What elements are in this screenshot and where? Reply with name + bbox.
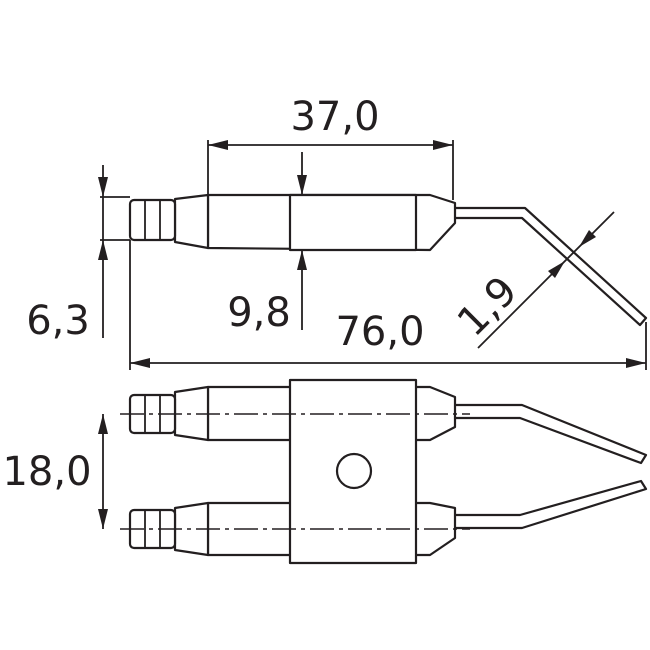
top-view-upper-wire [450,403,648,465]
dimension-label-1-9: 1,9 [449,268,527,346]
dimension-76: 76,0 [129,240,647,370]
side-view-wire [450,206,648,327]
arrow-icon [130,358,150,368]
side-view-electrode [128,193,648,327]
arrow-icon [98,240,108,260]
dimension-37: 37,0 [207,94,454,200]
arrow-icon [579,230,596,247]
side-view-connector-shoulder [173,193,210,250]
top-view-lower-wire [450,479,648,530]
top-view-electrode-pair [120,378,648,565]
dimension-label-18: 18,0 [2,449,91,495]
arrow-icon [98,177,108,197]
arrow-icon [433,140,453,150]
arrow-icon [98,509,108,529]
dimension-6-3: 6,3 [26,165,130,344]
arrow-icon [626,358,646,368]
dimension-label-76: 76,0 [335,309,424,355]
arrow-icon [548,261,565,278]
dimension-18: 18,0 [2,414,108,529]
dimension-label-37: 37,0 [290,94,379,140]
mounting-hole [335,452,373,490]
side-view-connector-plug [128,198,177,242]
arrow-icon [297,175,307,195]
dimension-9-8: 9,8 [227,152,307,336]
arrow-icon [98,414,108,434]
arrow-icon [297,250,307,270]
dimension-label-6-3: 6,3 [26,298,90,344]
side-view-bushing [288,193,418,252]
dimension-label-9-8: 9,8 [227,290,291,336]
arrow-icon [208,140,228,150]
